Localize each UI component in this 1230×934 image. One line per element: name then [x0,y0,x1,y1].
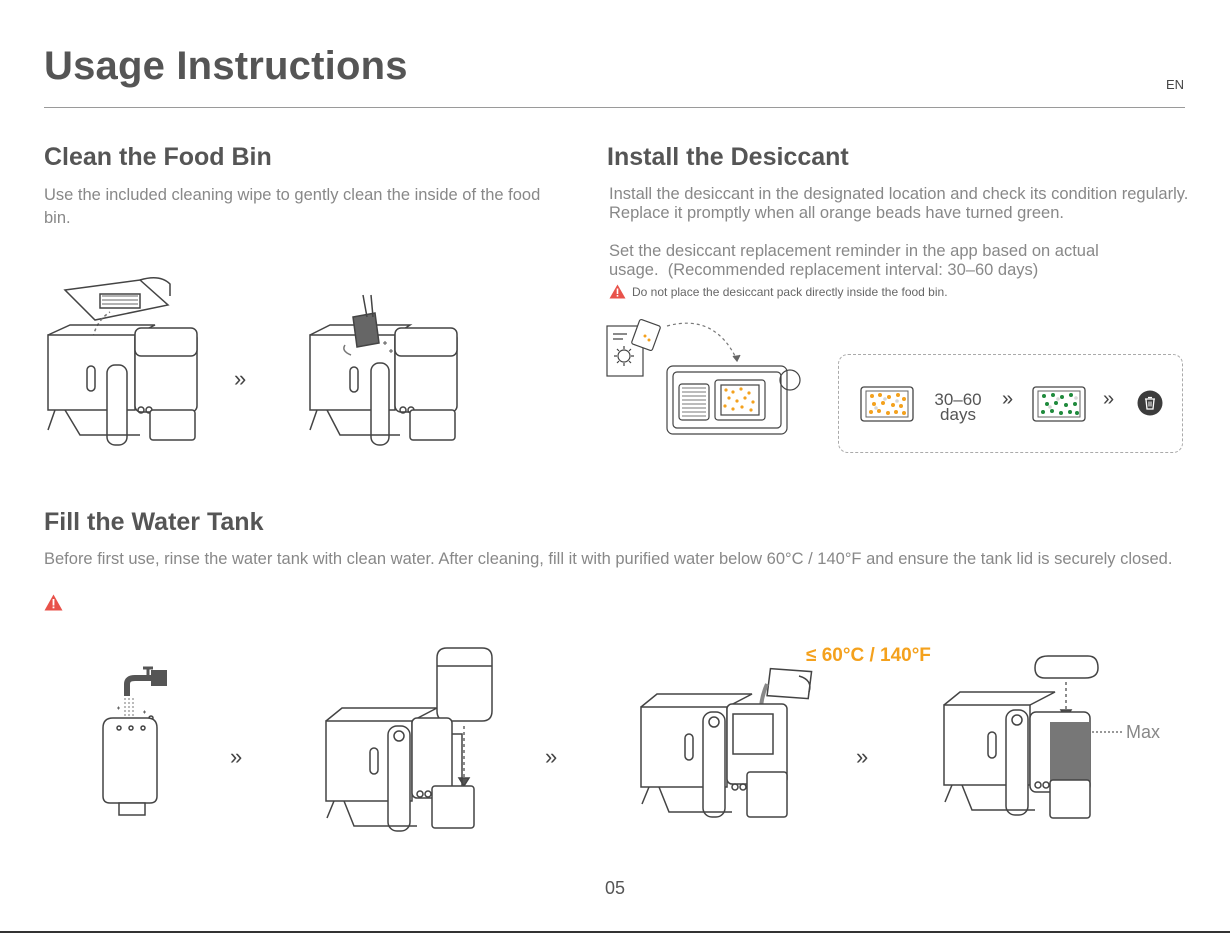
feeder-lid-removed-illustration [47,277,198,446]
desiccant-warning-text: Do not place the desiccant pack directly… [632,284,948,299]
footer-rule [0,931,1230,933]
close-lid-illustration [943,655,1124,819]
language-label: EN [1165,77,1184,92]
green-beads-pack-icon [1032,386,1086,422]
clean-text: Use the included cleaning wipe to gently… [44,186,541,227]
replacement-cycle-box [838,354,1183,453]
cycle-arrow-1: » [1002,388,1014,410]
interval-value: 30–60 [934,390,982,409]
water-heading: Fill the Water Tank [44,508,264,536]
desiccant-heading: Install the Desiccant [607,143,849,171]
water-warning-icon [44,594,63,611]
clean-heading: Clean the Food Bin [44,143,272,171]
desiccant-text-2: Set the desiccant replacement reminder i… [609,242,1099,279]
insert-tank-illustration [325,647,493,832]
feeder-wiping-illustration [309,294,458,446]
pour-water-illustration [640,667,813,818]
max-level-label: Max [1126,722,1161,742]
interval-unit: days [940,405,976,424]
desiccant-install-illustration [606,318,801,435]
water-step-arrow-3: » [856,744,869,769]
cycle-arrow-2: » [1103,388,1115,410]
step-arrow-1: » [234,366,247,391]
trash-icon [1137,390,1163,416]
replacement-interval: 30–60 days [924,390,992,424]
rinse-tank-illustration [102,666,167,816]
temperature-limit-label: ≤ 60°C / 140°F [806,645,931,666]
water-step-arrow-1: » [230,744,243,769]
water-step-arrow-2: » [545,744,558,769]
page-title: Usage Instructions [44,44,408,88]
desiccant-warning: Do not place the desiccant pack directly… [609,284,948,299]
header-divider [44,107,1185,108]
page-number: 05 [604,878,626,898]
orange-beads-pack-icon [860,386,914,422]
desiccant-text-1: Install the desiccant in the designated … [609,185,1189,222]
warning-icon [609,284,626,299]
water-text: Before first use, rinse the water tank w… [44,550,1173,568]
